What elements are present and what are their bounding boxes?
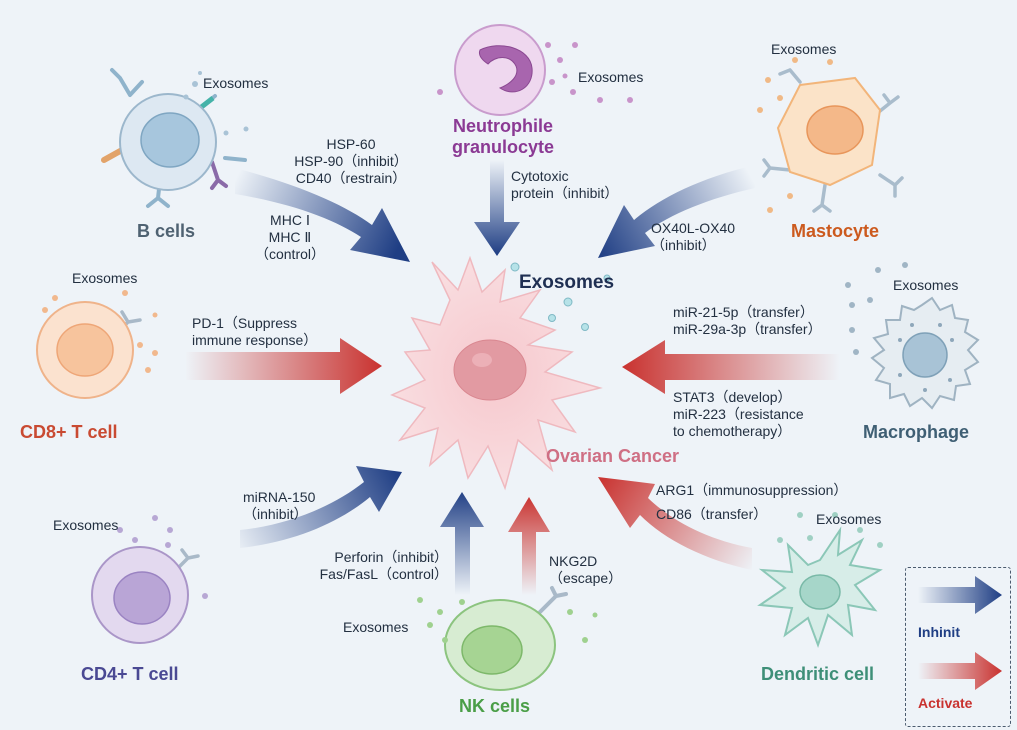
legend-activate-arrow: [918, 652, 1002, 690]
macrophage-factors-top: miR-21-5p（transfer） miR-29a-3p（transfer）: [673, 304, 822, 338]
dendritic-exosomes-label: Exosomes: [816, 511, 882, 527]
nk-label: NK cells: [459, 696, 531, 716]
mastocyte-exosomes-label: Exosomes: [771, 41, 837, 57]
arrow-neutrophile: [474, 160, 520, 256]
factor-mhc2: MHC Ⅱ: [268, 229, 312, 245]
factor-cd86: CD86（transfer）: [656, 506, 768, 522]
neutrophile-factors: Cytotoxic protein（inhibit）: [511, 168, 618, 202]
factor-hsp90: HSP-90（inhibit）: [294, 153, 408, 169]
legend-box: [905, 567, 1011, 727]
legend-inhibit-arrow: [918, 576, 1002, 614]
cd4-label: CD4+ T cell: [81, 664, 179, 684]
b-cells-exosomes-label: Exosomes: [203, 75, 269, 91]
factor-control: （control）: [254, 246, 326, 262]
b-cell: [101, 68, 249, 208]
factor-hsp60: HSP-60: [326, 136, 376, 152]
arrow-dendritic: [598, 477, 752, 570]
factor-mirna150: miRNA-150: [243, 489, 316, 505]
factor-cd4-inhibit: （inhibit）: [243, 506, 308, 522]
factor-ox40-inhibit: （inhibit）: [651, 237, 716, 253]
factor-stat3: STAT3（develop）: [673, 389, 792, 405]
center-exosome-dots: [510, 262, 611, 331]
factor-fasl: Fas/FasL（control）: [319, 566, 448, 582]
dendritic-label: Dendritic cell: [761, 664, 875, 684]
macrophage-factors-bottom: STAT3（develop） miR-223（resistance to che…: [673, 389, 804, 440]
arrow-macrophage: [622, 340, 840, 394]
factor-nkg2d: NKG2D: [549, 553, 598, 569]
b-cells-label: B cells: [137, 221, 196, 241]
dendritic-cell: [757, 512, 883, 649]
macrophage-cell: [845, 262, 980, 410]
factor-mir223: miR-223（resistance: [673, 406, 804, 422]
factor-cytotoxic: Cytotoxic: [511, 168, 569, 184]
arrow-nk-activate: [508, 497, 550, 595]
neutrophile-label: Neutrophile granulocyte: [428, 116, 578, 158]
nk-inhibit-factors: Perforin（inhibit） Fas/FasL（control）: [298, 549, 448, 583]
nk-cell: [417, 586, 598, 691]
macrophage-label: Macrophage: [863, 422, 970, 442]
factor-protein: protein（inhibit）: [511, 185, 619, 201]
neutrophile-exosomes-label: Exosomes: [578, 69, 644, 85]
factor-ox40l: OX40L-OX40: [651, 220, 736, 236]
ovarian-cancer-cell: [390, 255, 603, 491]
factor-escape: （escape）: [549, 570, 623, 586]
legend-inhibit-label: Inhinit: [918, 624, 960, 640]
cd4-factors: miRNA-150 （inhibit）: [243, 489, 315, 523]
nk-activate-factors: NKG2D （escape）: [549, 553, 622, 587]
cd8-label: CD8+ T cell: [20, 422, 118, 442]
cd8-factors: PD-1（Suppress immune response）: [192, 315, 317, 349]
neutrophile-label-line2: granulocyte: [451, 137, 555, 157]
b-cells-mhc-factors: MHC Ⅰ MHC Ⅱ （control）: [250, 212, 330, 263]
factor-immune-response: immune response）: [192, 332, 318, 348]
neutrophile-cell: [437, 24, 633, 116]
factor-chemotherapy: to chemotherapy）: [673, 423, 792, 439]
dendritic-factors: ARG1（immunosuppression） CD86（transfer）: [656, 482, 847, 523]
macrophage-exosomes-label: Exosomes: [893, 277, 959, 293]
arrow-cd4: [240, 466, 402, 548]
arrow-mastocyte: [598, 165, 755, 258]
mastocyte-factors: OX40L-OX40 （inhibit）: [651, 220, 735, 254]
factor-mir21: miR-21-5p（transfer）: [673, 304, 814, 320]
nk-exosomes-label: Exosomes: [343, 619, 409, 635]
center-exosomes-title: Exosomes: [519, 272, 615, 293]
factor-arg1: ARG1（immunosuppression）: [656, 482, 848, 498]
cd4-t-cell: [91, 515, 208, 644]
mastocyte-label: Mastocyte: [791, 221, 880, 241]
legend-activate-label: Activate: [918, 695, 973, 711]
mastocyte-cell: [757, 57, 904, 213]
b-cells-factors: HSP-60 HSP-90（inhibit） CD40（restrain）: [286, 136, 416, 187]
factor-perforin: Perforin（inhibit）: [334, 549, 448, 565]
cd8-t-cell: [36, 290, 158, 399]
cd4-exosomes-label: Exosomes: [53, 517, 119, 533]
cd8-exosomes-label: Exosomes: [72, 270, 138, 286]
ovarian-cancer-label: Ovarian Cancer: [546, 446, 680, 466]
factor-pd1: PD-1（Suppress: [192, 315, 298, 331]
arrow-b-cells: [235, 168, 410, 262]
factor-cd40: CD40（restrain）: [295, 170, 407, 186]
neutrophile-label-line1: Neutrophile: [452, 116, 553, 136]
arrow-nk-inhibit: [440, 492, 484, 595]
factor-mir29: miR-29a-3p（transfer）: [673, 321, 822, 337]
arrow-cd8: [185, 338, 382, 394]
factor-mhc1: MHC Ⅰ: [270, 212, 310, 228]
